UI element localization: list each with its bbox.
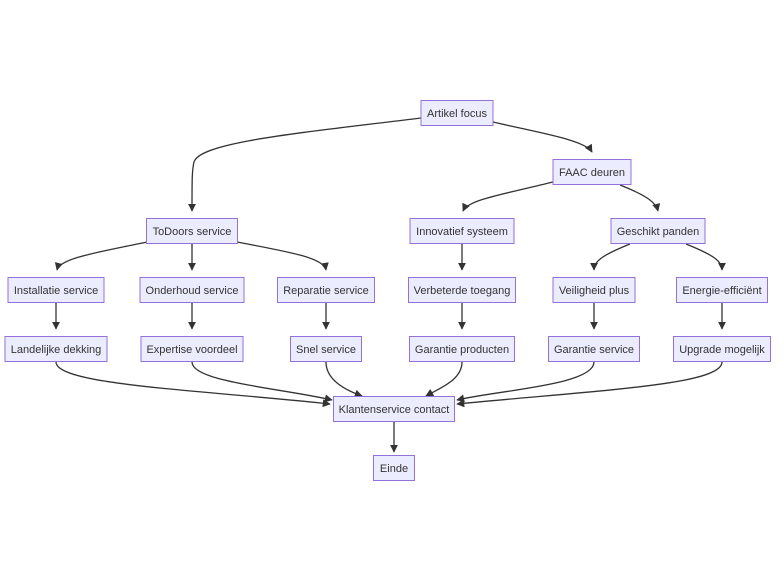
node-box (373, 455, 415, 481)
node-box (4, 336, 108, 362)
edge-faac-to-innovatief (462, 181, 554, 212)
node-box (7, 277, 105, 303)
node-box (420, 100, 494, 126)
node-todoors[interactable]: ToDoors service (146, 218, 238, 244)
node-label: Veiligheid plus (559, 285, 630, 297)
node-label: Energie-efficiënt (682, 285, 761, 297)
node-snel[interactable]: Snel service (290, 336, 362, 362)
node-label: Installatie service (14, 285, 98, 297)
node-onderhoud[interactable]: Onderhoud service (139, 277, 245, 303)
node-box (290, 336, 362, 362)
edge-expertise-to-klanten (191, 361, 333, 403)
edge-todoors-to-installatie (54, 241, 148, 271)
node-artikel[interactable]: Artikel focus (420, 100, 494, 126)
node-label: Expertise voordeel (146, 344, 237, 356)
edge-landelijke-to-klanten (55, 361, 331, 408)
node-box (409, 218, 515, 244)
node-label: Upgrade mogelijk (679, 344, 765, 356)
edge-geschikt-to-energie (685, 243, 726, 271)
edge-geschikt-to-veiligheid (590, 243, 631, 271)
node-label: Garantie service (554, 344, 634, 356)
node-box (409, 336, 515, 362)
node-box (139, 277, 245, 303)
edge-faac-to-geschikt (619, 184, 661, 212)
node-garantie_p[interactable]: Garantie producten (409, 336, 515, 362)
node-landelijke[interactable]: Landelijke dekking (4, 336, 108, 362)
edge-todoors-to-reparatie (236, 241, 329, 271)
node-faac[interactable]: FAAC deuren (552, 159, 632, 185)
node-label: Garantie producten (415, 344, 509, 356)
edge-garantie_s-to-klanten (456, 361, 595, 403)
node-label: ToDoors service (153, 226, 232, 238)
node-label: Reparatie service (283, 285, 369, 297)
node-expertise[interactable]: Expertise voordeel (140, 336, 244, 362)
node-geschikt[interactable]: Geschikt panden (610, 218, 706, 244)
node-box (146, 218, 238, 244)
node-box (552, 277, 636, 303)
node-upgrade[interactable]: Upgrade mogelijk (673, 336, 771, 362)
node-label: Landelijke dekking (11, 344, 102, 356)
node-box (548, 336, 640, 362)
node-installatie[interactable]: Installatie service (7, 277, 105, 303)
node-energie[interactable]: Energie-efficiënt (676, 277, 768, 303)
node-innovatief[interactable]: Innovatief systeem (409, 218, 515, 244)
node-box (676, 277, 768, 303)
edge-artikel-to-todoors (188, 117, 422, 212)
node-box (552, 159, 632, 185)
node-label: Verbeterde toegang (414, 285, 511, 297)
edges-layer (52, 117, 726, 453)
node-label: Klantenservice contact (339, 404, 450, 416)
node-box (277, 277, 375, 303)
edge-garantie_p-to-klanten (425, 361, 463, 397)
node-garantie_s[interactable]: Garantie service (548, 336, 640, 362)
node-box (140, 336, 244, 362)
node-label: Snel service (296, 344, 356, 356)
node-box (408, 277, 516, 303)
node-verbeterde[interactable]: Verbeterde toegang (408, 277, 516, 303)
edge-upgrade-to-klanten (456, 361, 723, 408)
node-label: Geschikt panden (617, 226, 700, 238)
node-label: Onderhoud service (146, 285, 239, 297)
node-box (610, 218, 706, 244)
node-box (673, 336, 771, 362)
node-veiligheid[interactable]: Veiligheid plus (552, 277, 636, 303)
node-einde[interactable]: Einde (373, 455, 415, 481)
node-label: Einde (380, 463, 408, 475)
edge-artikel-to-faac (492, 121, 593, 153)
edge-snel-to-klanten (325, 361, 363, 398)
node-reparatie[interactable]: Reparatie service (277, 277, 375, 303)
node-label: Artikel focus (427, 108, 487, 120)
node-label: FAAC deuren (559, 167, 625, 179)
node-label: Innovatief systeem (416, 226, 508, 238)
node-klanten[interactable]: Klantenservice contact (333, 396, 455, 422)
node-box (333, 396, 455, 422)
